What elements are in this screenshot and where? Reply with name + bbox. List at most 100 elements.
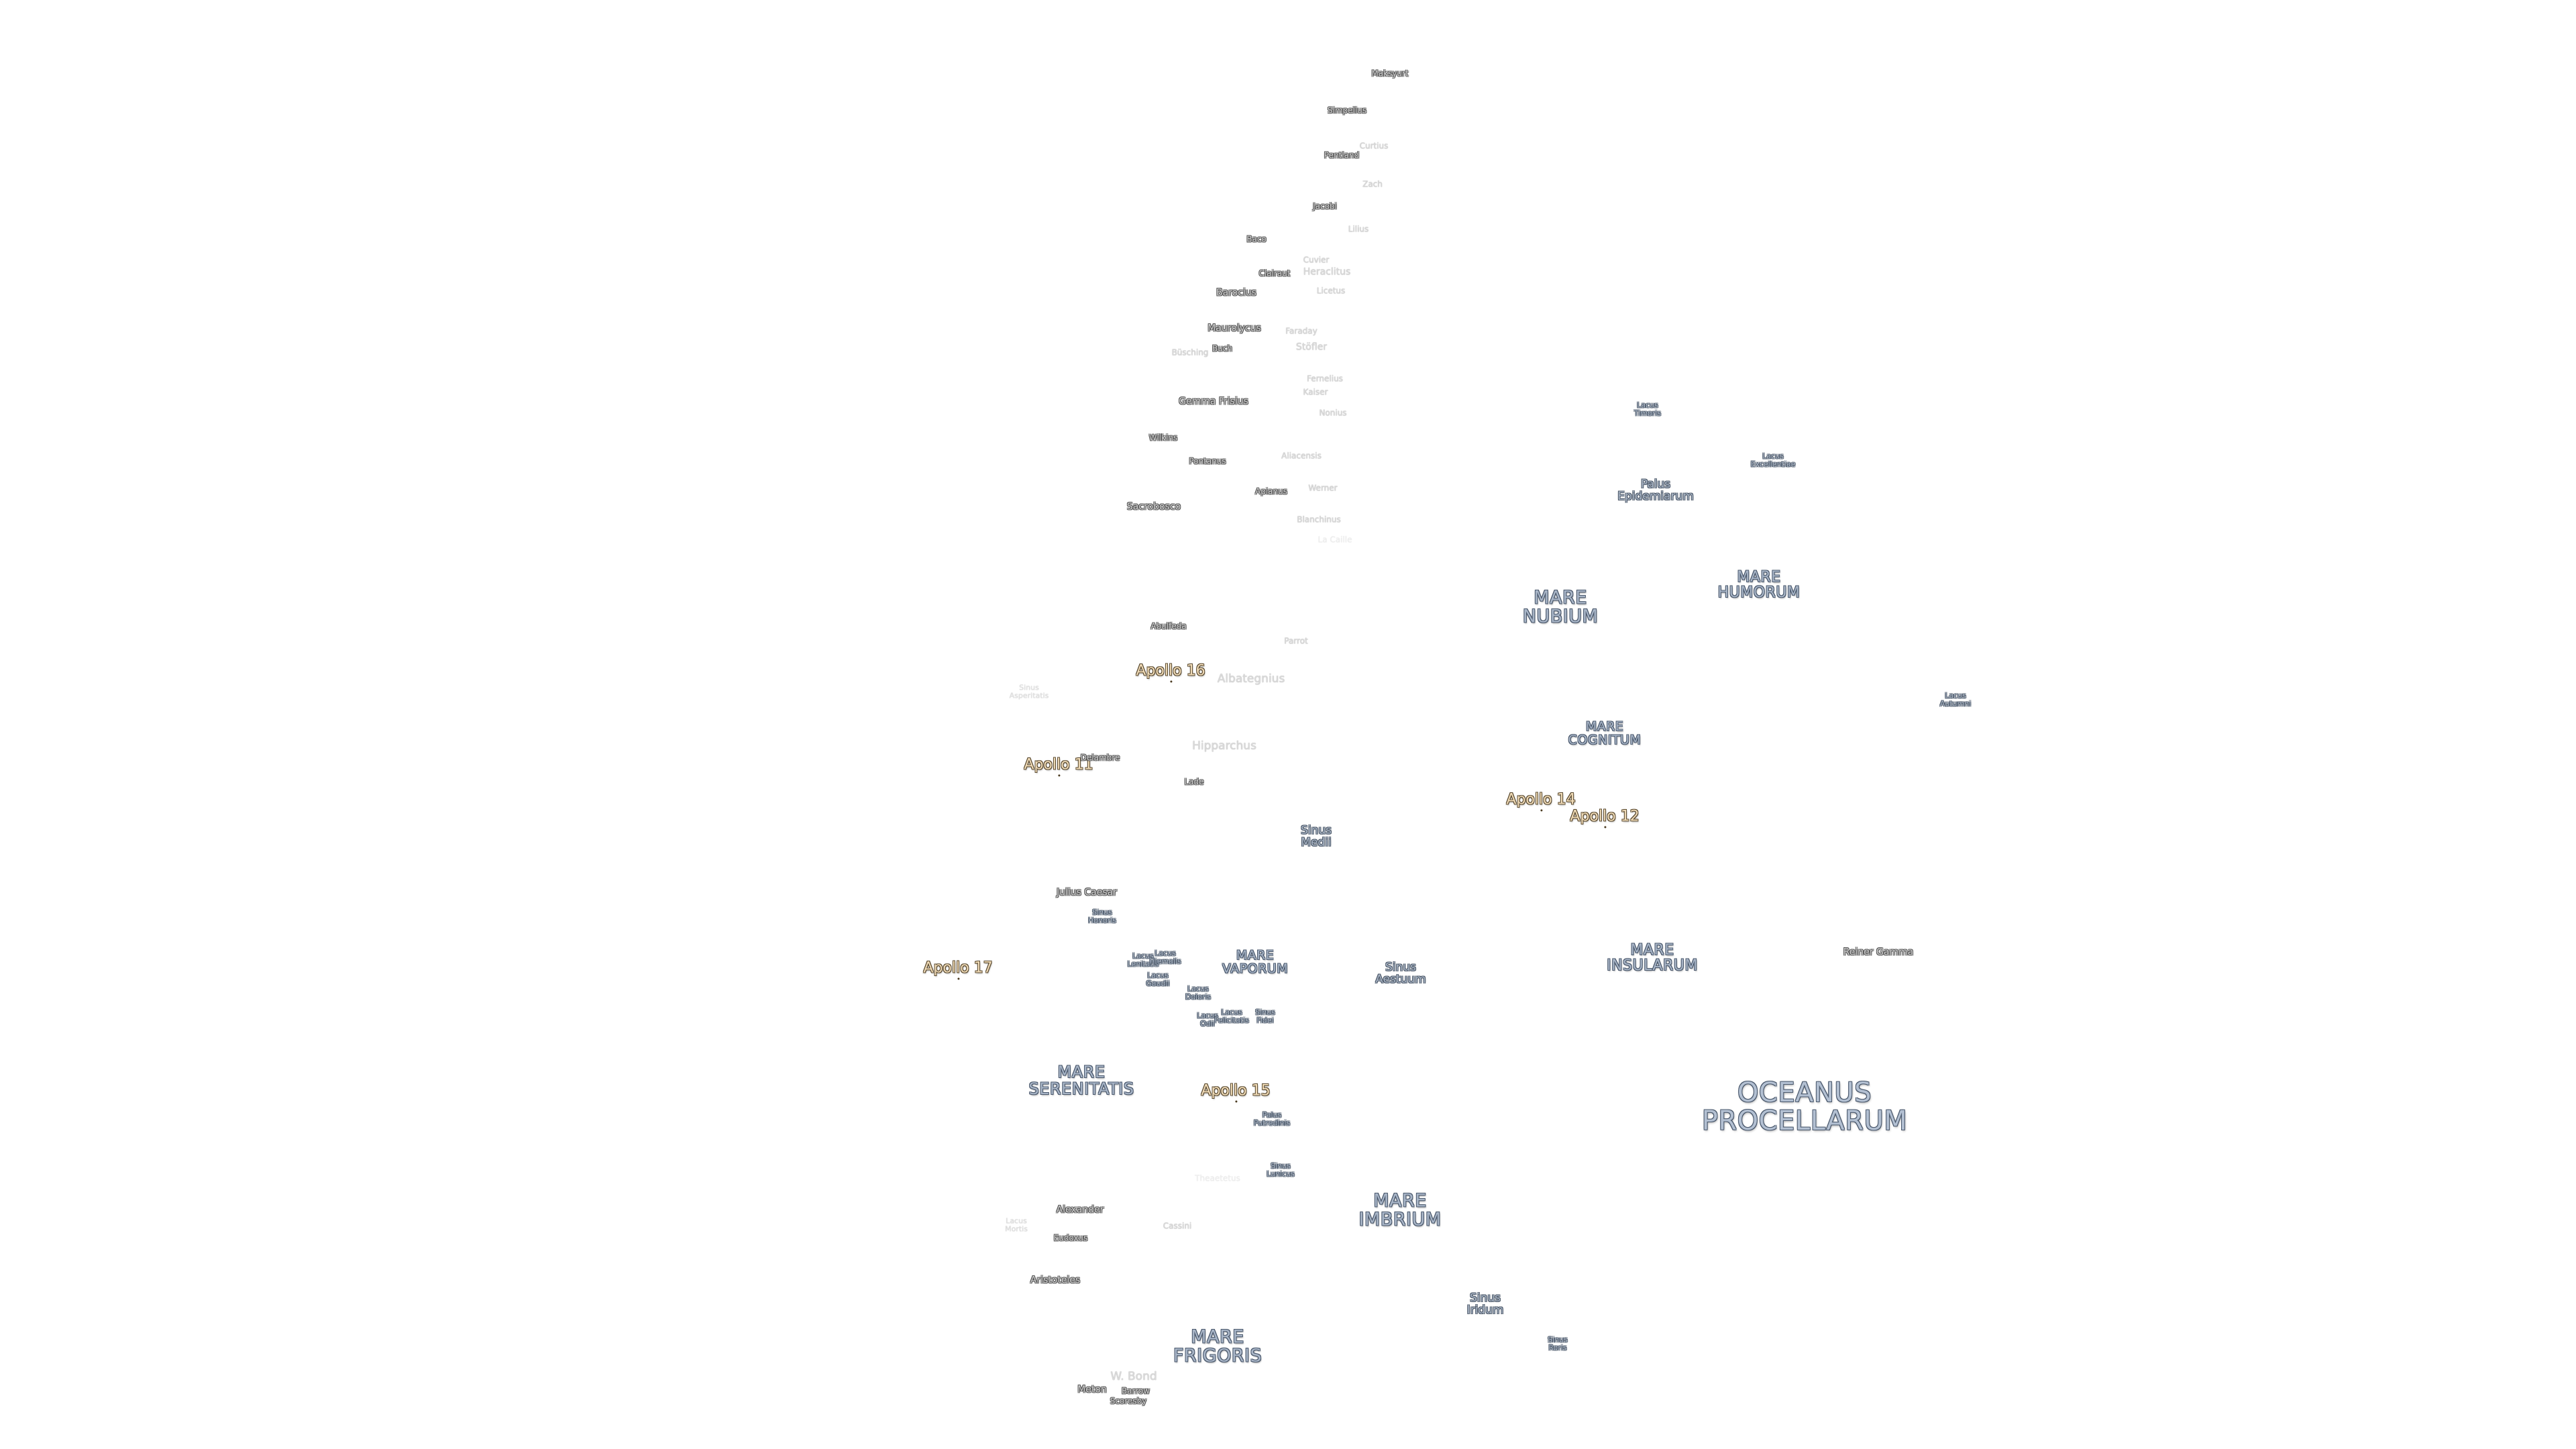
apollo-12-landing-site[interactable]: Apollo 12 (1570, 808, 1640, 828)
crater-label[interactable]: Simpelius (1327, 105, 1367, 115)
sea-label[interactable]: MARE NUBIUM (1523, 587, 1599, 627)
sea-label[interactable]: MARE VAPORUM (1222, 949, 1288, 976)
feature-label[interactable]: Lacus Autumni (1940, 692, 1972, 707)
crater-label[interactable]: Sacrobosco (1126, 501, 1181, 513)
crater-label[interactable]: Reiner Gamma (1843, 947, 1914, 958)
feature-label[interactable]: Sinus Fidei (1255, 1008, 1275, 1024)
crater-label[interactable]: Werner (1308, 483, 1338, 493)
crater-label[interactable]: Heraclitus (1303, 266, 1351, 278)
crater-label[interactable]: Faraday (1285, 326, 1318, 336)
crater-label[interactable]: Alexander (1056, 1204, 1104, 1216)
crater-label[interactable]: Blanchinus (1297, 515, 1341, 525)
feature-label-line: Iridum (1466, 1303, 1504, 1317)
crater-label[interactable]: Lilius (1348, 224, 1369, 234)
sea-label-line: INSULARUM (1607, 957, 1698, 974)
sea-label[interactable]: MARE COGNITUM (1568, 720, 1642, 747)
feature-label-line: Lunicus (1267, 1169, 1295, 1178)
sea-label[interactable]: MARE IMBRIUM (1358, 1191, 1441, 1230)
crater-label[interactable]: W. Bond (1110, 1370, 1157, 1384)
sea-label-line: MARE (1737, 568, 1781, 586)
apollo-14-landing-site[interactable]: Apollo 14 (1506, 791, 1576, 812)
feature-label[interactable]: Lacus Gaudii (1146, 971, 1169, 987)
crater-label[interactable]: Cassini (1163, 1221, 1192, 1231)
feature-label[interactable]: Lacus Excellentiae (1751, 452, 1796, 468)
crater-label[interactable]: Hipparchus (1192, 739, 1256, 753)
apollo-11-landing-site[interactable]: Apollo 11 (1024, 756, 1093, 777)
feature-label[interactable]: Lacus Doloris (1185, 985, 1211, 1000)
crater-label[interactable]: Jacobi (1313, 201, 1337, 211)
crater-label[interactable]: Clairaut (1258, 268, 1291, 278)
crater-label[interactable]: Stöfler (1295, 341, 1328, 353)
crater-label[interactable]: Zach (1362, 179, 1383, 189)
crater-label[interactable]: Pentland (1324, 150, 1360, 160)
sea-label[interactable]: MARE HUMORUM (1718, 570, 1801, 600)
crater-label[interactable]: Buch (1212, 343, 1233, 354)
feature-label[interactable]: Sinus Medii (1301, 824, 1332, 849)
crater-label[interactable]: Scoresby (1110, 1396, 1147, 1406)
crater-label[interactable]: Theaetetus (1195, 1173, 1240, 1183)
feature-label[interactable]: Palus Epidemiarum (1617, 478, 1694, 503)
ocean-label-line: PROCELLARUM (1701, 1106, 1908, 1136)
feature-label[interactable]: Sinus Iridum (1466, 1292, 1504, 1317)
feature-label-line: Doloris (1185, 992, 1212, 1001)
crater-label[interactable]: Aristoteles (1030, 1275, 1081, 1286)
feature-label[interactable]: Lacus Hiemalis (1149, 949, 1181, 965)
crater-label[interactable]: Wilkins (1148, 433, 1178, 443)
feature-label[interactable]: Sinus Honoris (1088, 908, 1116, 924)
crater-label[interactable]: Apianus (1255, 486, 1287, 496)
sea-label-line: MARE (1236, 948, 1275, 963)
crater-label[interactable]: Pontanus (1189, 456, 1226, 466)
feature-label[interactable]: Sinus Aestuum (1375, 961, 1426, 986)
crater-label[interactable]: Gemma Frisius (1179, 396, 1248, 407)
sea-label[interactable]: MARE INSULARUM (1607, 943, 1698, 973)
feature-label[interactable]: Lacus Felicitatis (1214, 1008, 1249, 1024)
crater-label[interactable]: Büsching (1171, 347, 1209, 358)
feature-label-line: Roris (1548, 1343, 1567, 1352)
feature-label-line: Hiemalis (1149, 957, 1181, 965)
crater-label[interactable]: Fernelius (1307, 374, 1343, 384)
apollo-15-landing-site[interactable]: Apollo 15 (1201, 1082, 1271, 1103)
sea-label-line: MARE (1534, 587, 1587, 608)
crater-label[interactable]: Cuvier (1303, 255, 1330, 265)
crater-label[interactable]: Curtius (1359, 141, 1389, 151)
feature-label-line: Sinus (1301, 824, 1332, 838)
crater-label[interactable]: Meton (1077, 1384, 1107, 1395)
crater-label[interactable]: Albategnius (1217, 672, 1285, 686)
crater-label[interactable]: La Caille (1318, 535, 1352, 545)
feature-label-line: Asperitatis (1009, 691, 1049, 700)
crater-label[interactable]: Lade (1184, 777, 1204, 787)
crater-label[interactable]: Julius Caesar (1057, 887, 1117, 898)
crater-label[interactable]: Delambre (1080, 753, 1120, 763)
feature-label-line: Autumni (1939, 699, 1972, 708)
feature-label[interactable]: Sinus Asperitatis (1010, 684, 1049, 699)
feature-label[interactable]: Palus Putredinis (1254, 1111, 1291, 1126)
sea-label[interactable]: MARE SERENITATIS (1028, 1063, 1134, 1097)
crater-label[interactable]: Maksyurt (1371, 68, 1409, 78)
crater-label[interactable]: Parrot (1284, 636, 1308, 646)
crater-label[interactable]: Barocius (1216, 287, 1256, 299)
crater-label[interactable]: Eudoxus (1053, 1233, 1088, 1243)
crater-label[interactable]: Aliacensis (1281, 451, 1322, 461)
crater-label[interactable]: Licetus (1316, 286, 1346, 296)
feature-label-line: Sinus (1255, 1008, 1275, 1017)
feature-label[interactable]: Sinus Lunicus (1267, 1162, 1295, 1177)
feature-label[interactable]: Lacus Odii (1197, 1012, 1218, 1027)
crater-label[interactable]: Maurolycus (1208, 323, 1261, 334)
crater-label[interactable]: Baco (1246, 234, 1267, 244)
feature-label[interactable]: Lacus Timoris (1634, 401, 1661, 417)
ocean-label[interactable]: OCEANUS PROCELLARUM (1702, 1079, 1908, 1135)
feature-label-line: Sinus (1092, 908, 1112, 917)
feature-label[interactable]: Lacus Mortis (1005, 1217, 1028, 1232)
sea-label-line: FRIGORIS (1173, 1346, 1263, 1366)
crater-label[interactable]: Kaiser (1303, 387, 1328, 397)
sea-label-line: VAPORUM (1222, 961, 1289, 976)
crater-label[interactable]: Barrow (1121, 1386, 1150, 1396)
apollo-16-landing-site[interactable]: Apollo 16 (1136, 662, 1205, 683)
feature-label[interactable]: Sinus Roris (1548, 1336, 1568, 1351)
sea-label[interactable]: MARE FRIGORIS (1173, 1328, 1262, 1366)
apollo-17-landing-site[interactable]: Apollo 17 (923, 959, 993, 980)
feature-label[interactable]: Lacus Lenitatis (1128, 952, 1159, 967)
crater-label[interactable]: Abulfeda (1150, 621, 1187, 631)
crater-label[interactable]: Nonius (1319, 408, 1347, 418)
